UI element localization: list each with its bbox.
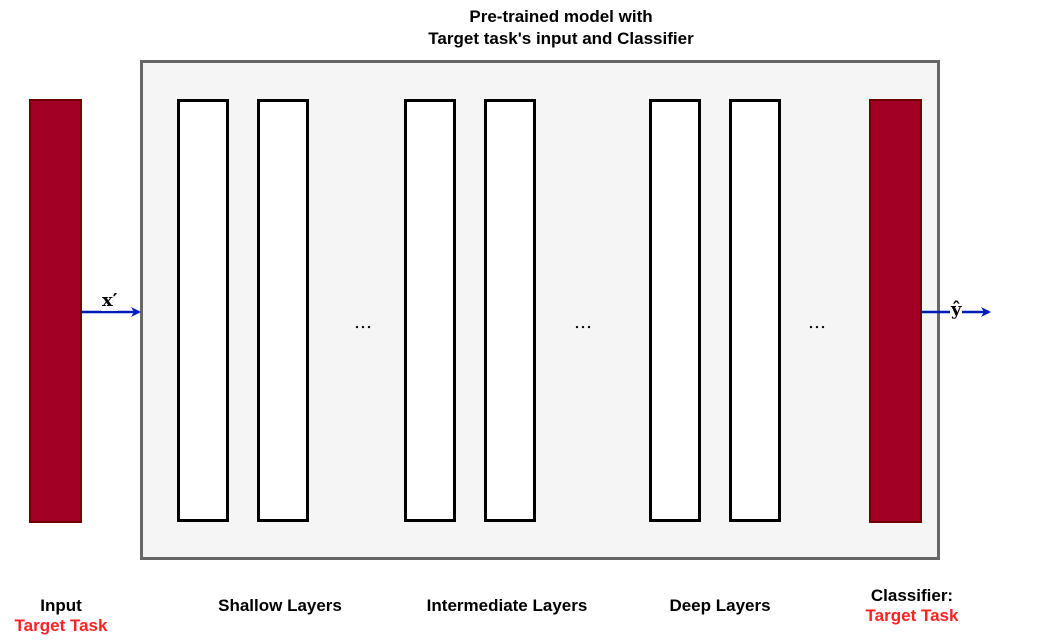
shallow-layer-2 bbox=[257, 99, 309, 522]
shallow-layers-label: Shallow Layers bbox=[218, 596, 342, 615]
input-label-group: Input Target Task bbox=[0, 596, 122, 636]
input-symbol: x′ bbox=[101, 290, 119, 311]
deep-layers-label: Deep Layers bbox=[669, 596, 771, 615]
title-line-1: Pre-trained model with bbox=[469, 7, 653, 26]
ellipsis-shallow: … bbox=[354, 312, 372, 333]
deep-layer-2 bbox=[729, 99, 781, 522]
classifier-label: Classifier: bbox=[870, 586, 954, 605]
deep-layer-1 bbox=[649, 99, 701, 522]
intermediate-layers-label: Intermediate Layers bbox=[426, 596, 588, 615]
intermediate-layer-1 bbox=[404, 99, 456, 522]
diagram-title: Pre-trained model with Target task's inp… bbox=[0, 6, 1045, 50]
ellipsis-deep: … bbox=[808, 312, 826, 333]
input-label: Input bbox=[40, 596, 82, 615]
classifier-block bbox=[869, 99, 922, 523]
input-target-task-label: Target Task bbox=[14, 616, 108, 635]
classifier-label-group: Classifier: Target Task bbox=[832, 586, 992, 626]
ellipsis-intermediate: … bbox=[574, 312, 592, 333]
shallow-layer-1 bbox=[177, 99, 229, 522]
output-symbol: ŷ bbox=[950, 299, 963, 320]
intermediate-layer-2 bbox=[484, 99, 536, 522]
input-block bbox=[29, 99, 82, 523]
classifier-target-task-label: Target Task bbox=[865, 606, 959, 625]
title-line-2: Target task's input and Classifier bbox=[428, 29, 694, 48]
